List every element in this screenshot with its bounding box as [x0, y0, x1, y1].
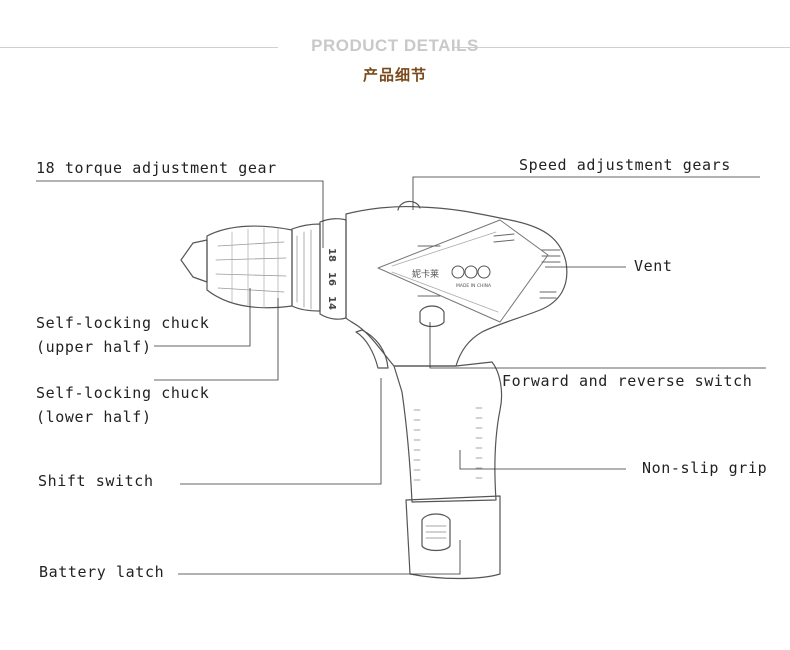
label-chuck-upper-line2: (upper half) [36, 338, 152, 356]
label-torque-gear: 18 torque adjustment gear [36, 159, 277, 177]
label-chuck-upper-line1: Self-locking chuck [36, 314, 210, 332]
callout-lines [36, 176, 766, 575]
callout-torque-gear [36, 180, 324, 248]
label-chuck-lower-line2: (lower half) [36, 408, 152, 426]
chuck-lower-half [291, 223, 321, 312]
torque-number-14: 14 [326, 296, 337, 310]
header-rule-right [452, 47, 790, 48]
callout-battery-latch [178, 540, 461, 575]
section-title: PRODUCT DETAILS [311, 36, 479, 55]
label-forward-reverse: Forward and reverse switch [502, 372, 753, 390]
battery-pack [405, 495, 501, 580]
torque-number-18: 18 [326, 248, 337, 262]
callout-forward-reverse [429, 322, 766, 369]
callout-speed-gears [412, 176, 760, 210]
origin-mark: MADE IN CHINA [456, 283, 492, 289]
label-non-slip-grip: Non-slip grip [642, 459, 768, 477]
label-shift-switch: Shift switch [38, 472, 154, 490]
forward-reverse-button [419, 305, 445, 328]
brand-mark: 妮卡莱 [412, 268, 439, 280]
callout-chuck-upper [154, 288, 251, 347]
label-battery-latch: Battery latch [39, 563, 165, 581]
callout-shift-switch [180, 378, 382, 485]
torque-number-16: 16 [326, 272, 337, 286]
battery-latch-button [421, 513, 451, 552]
section-subtitle: 产品细节 [362, 66, 427, 84]
header-rule-left [0, 47, 278, 48]
callout-chuck-lower [154, 298, 279, 381]
label-speed-gears: Speed adjustment gears [519, 156, 731, 174]
torque-numbers: 18 16 14 [326, 248, 337, 310]
callout-non-slip-grip [459, 450, 626, 470]
chuck-upper-half [206, 225, 293, 309]
label-chuck-lower-line1: Self-locking chuck [36, 384, 210, 402]
label-vent: Vent [634, 257, 673, 275]
speed-switch-bump [397, 200, 421, 211]
logo-circles [451, 265, 491, 279]
shift-switch-trigger [355, 329, 389, 369]
chuck-tip [180, 239, 208, 283]
drill-body [345, 205, 568, 367]
handle-grip [393, 361, 503, 503]
